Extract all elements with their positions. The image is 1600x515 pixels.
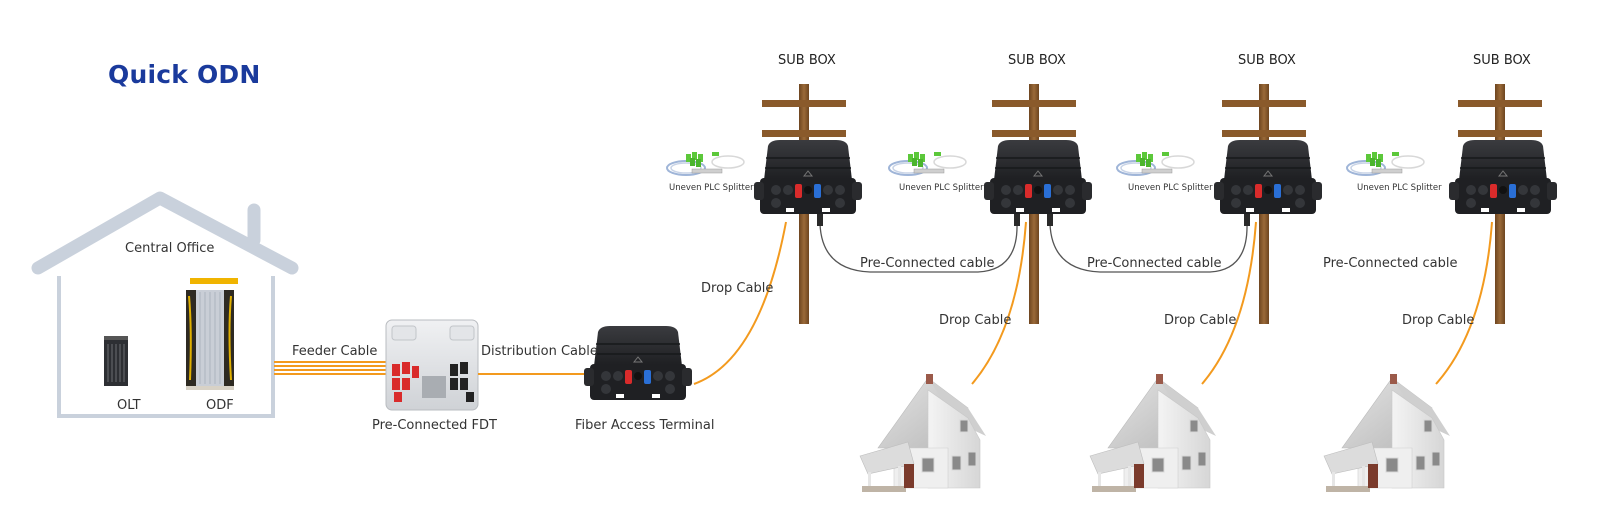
house-3 [1323,373,1451,493]
plc-splitter-2 [888,151,967,176]
sub-box-2 [983,139,1093,215]
central-office-label: Central Office [125,241,215,256]
sub-box-header-1: SUB BOX [778,53,836,68]
house-1 [859,373,987,493]
drop-cable-3 [1435,221,1493,385]
sub-box-3 [1213,139,1323,215]
fdt-icon [385,319,479,411]
house-2 [1089,373,1217,493]
plc-splitter-4 [1346,151,1425,176]
drop-cable-label-4: Drop Cable [1402,313,1475,328]
odf-icon [186,278,238,390]
fdt-label: Pre-Connected FDT [372,418,497,433]
drop-cable-fat-to-pole1 [693,221,787,385]
drop-cable-label-3: Drop Cable [1164,313,1237,328]
olt-icon [104,336,128,386]
pre-connected-cable-1 [819,223,1018,273]
fat-icon [583,325,693,401]
drop-cable-2 [1201,221,1257,385]
sub-box-4 [1448,139,1558,215]
sub-box-header-2: SUB BOX [1008,53,1066,68]
pre-connected-cable-2 [1049,223,1248,273]
splitter-label-4: Uneven PLC Splitter [1357,183,1442,193]
splitter-label-3: Uneven PLC Splitter [1128,183,1213,193]
olt-label: OLT [117,398,141,413]
pre-connected-label-3: Pre-Connected cable [1323,256,1458,271]
pre-connected-label-2: Pre-Connected cable [1087,256,1222,271]
drop-cable-label-2: Drop Cable [939,313,1012,328]
plc-splitter-1 [666,151,745,176]
central-office-outline [31,191,299,418]
odf-label: ODF [206,398,234,413]
feeder-cable-label: Feeder Cable [292,344,378,359]
plc-splitter-3 [1116,151,1195,176]
sub-box-header-4: SUB BOX [1473,53,1531,68]
sub-box-header-3: SUB BOX [1238,53,1296,68]
feeder-cable [274,361,392,375]
pre-connected-label-1: Pre-Connected cable [860,256,995,271]
fat-label: Fiber Access Terminal [575,418,715,433]
splitter-label-1: Uneven PLC Splitter [669,183,754,193]
sub-box-1 [753,139,863,215]
distribution-cable-label: Distribution Cable [481,344,598,359]
drop-cable-1 [971,221,1027,385]
diagram-title: Quick ODN [108,60,261,89]
drop-cable-label-1: Drop Cable [701,281,774,296]
splitter-label-2: Uneven PLC Splitter [899,183,984,193]
